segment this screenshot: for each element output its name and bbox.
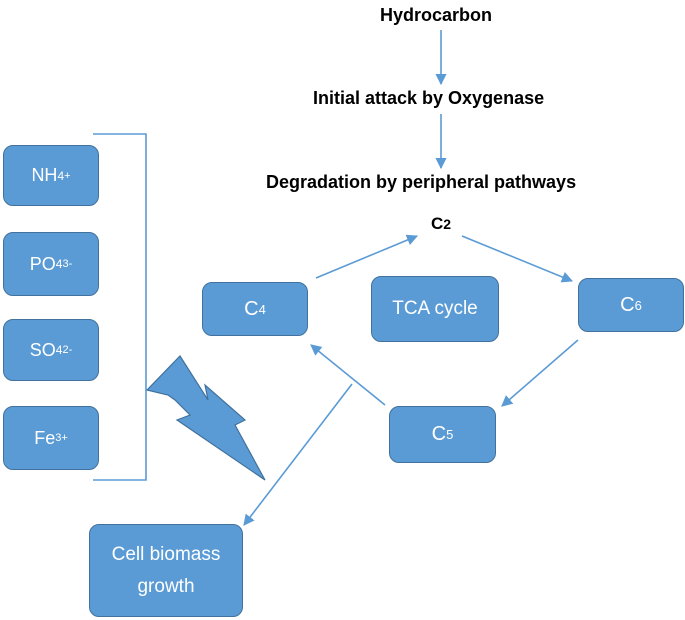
cycle-label-c2: C2 bbox=[431, 214, 452, 233]
flow-step-oxygenase: Initial attack by Oxygenase bbox=[313, 88, 545, 108]
flow-step-peripheral: Degradation by peripheral pathways bbox=[266, 172, 577, 192]
arrow-c4-to-c2 bbox=[315, 234, 419, 279]
nutrient-bracket bbox=[93, 133, 147, 481]
cycle-box-tca: TCA cycle bbox=[371, 276, 499, 342]
arrow-c2-to-c6 bbox=[461, 235, 574, 283]
lightning-bolt-icon bbox=[145, 355, 266, 481]
cell-biomass-box: Cell biomass growth bbox=[89, 524, 243, 617]
arrow-c5-to-c4 bbox=[310, 344, 386, 406]
flow-step-hydrocarbon: Hydrocarbon bbox=[380, 5, 493, 25]
arrow-to-cell-biomass bbox=[243, 383, 353, 526]
arrow-c6-to-c5 bbox=[501, 339, 579, 407]
